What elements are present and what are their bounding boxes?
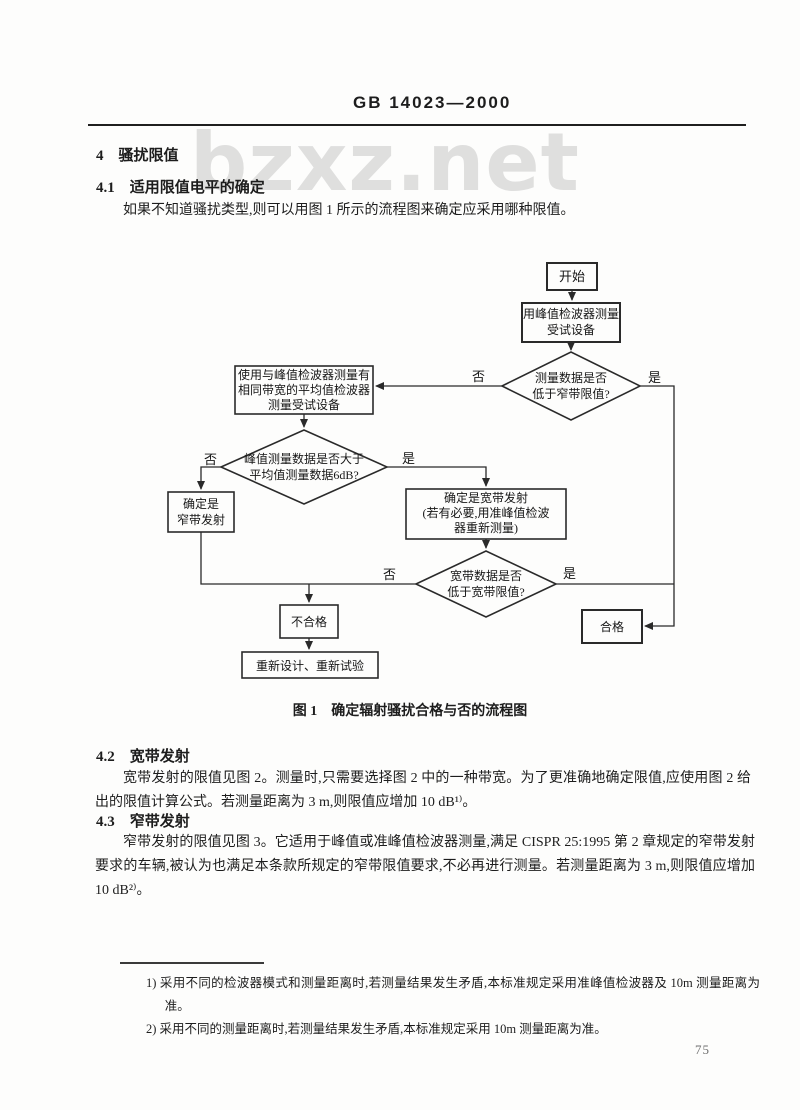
branch-yes-2: 是 [402,451,416,466]
start-box [546,262,598,291]
section-4-2-heading: 4.2 宽带发射 [96,749,190,765]
narrowband-result-box [167,491,235,533]
doc-number: GB 14023—2000 [353,93,512,112]
measure-average-box [234,365,374,415]
figure-caption: 图 1 确定辐射骚扰合格与否的流程图 [292,704,528,719]
decision-narrowband-limit-label: 测量数据是否 低于窄带限值? [532,371,610,401]
section-4-1-paragraph: 如果不知道骚扰类型,则可以用图 1 所示的流程图来确定应采用哪种限值。 [123,203,575,218]
decision-6db-diamond [219,429,389,505]
section-4-1-heading: 4.1 适用限值电平的确定 [96,180,265,196]
footnote-1: 1) 采用不同的检波器模式和测量距离时,若测量结果发生矛盾,本标准规定采用准峰值… [146,976,760,1013]
fail-box [279,604,339,639]
decision-broadband-limit-diamond [414,550,558,618]
measure-peak-label: 用峰值检波器测量 受试设备 [522,307,619,337]
flowchart-shapes [167,262,643,679]
branch-no-3: 否 [383,567,397,582]
decision-broadband-limit-label: 宽带数据是否 低于宽带限值? [447,569,525,599]
broadband-result-label: 确定是宽带发射 (若有必要,用准峰值检波 器重新测量) [422,491,550,535]
redesign-label: 重新设计、重新试验 [255,659,364,673]
section-4-2-paragraph: 宽带发射的限值见图 2。测量时,只需要选择图 2 中的一种带宽。为了更准确地确定… [95,771,751,810]
start-label: 开始 [558,269,585,284]
branch-yes-1: 是 [648,370,662,385]
narrowband-result-label: 确定是 窄带发射 [176,497,225,527]
header-rule [88,124,746,126]
redesign-box [241,651,379,679]
footnote-separator [120,962,264,964]
decision-narrowband-limit-diamond [500,351,642,421]
flowchart-connectors [197,290,675,650]
pass-label: 合格 [599,620,624,634]
pass-box [581,609,643,644]
section-4-heading: 4 骚扰限值 [96,148,179,164]
broadband-result-box [405,488,567,540]
footnote-2: 2) 采用不同的测量距离时,若测量结果发生矛盾,本标准规定采用 10m 测量距离… [146,1022,607,1036]
flowchart-figure [167,262,675,679]
branch-no-2: 否 [204,452,218,467]
branch-no-1: 否 [472,369,486,384]
branch-yes-3: 是 [563,566,577,581]
measure-average-label: 使用与峰值检波器测量有 相同带宽的平均值检波器 测量受试设备 [237,368,370,412]
decision-6db-label: 峰值测量数据是否大于 平均值测量数据6dB? [243,452,364,482]
section-4-3-heading: 4.3 窄带发射 [96,814,190,830]
measure-peak-box [521,302,621,343]
fail-label: 不合格 [290,615,327,629]
section-4-3-paragraph: 窄带发射的限值见图 3。它适用于峰值或准峰值检波器测量,满足 CISPR 25:… [95,835,755,898]
page-number: 75 [695,1042,710,1057]
watermark-text: bzxz.net [190,116,580,209]
